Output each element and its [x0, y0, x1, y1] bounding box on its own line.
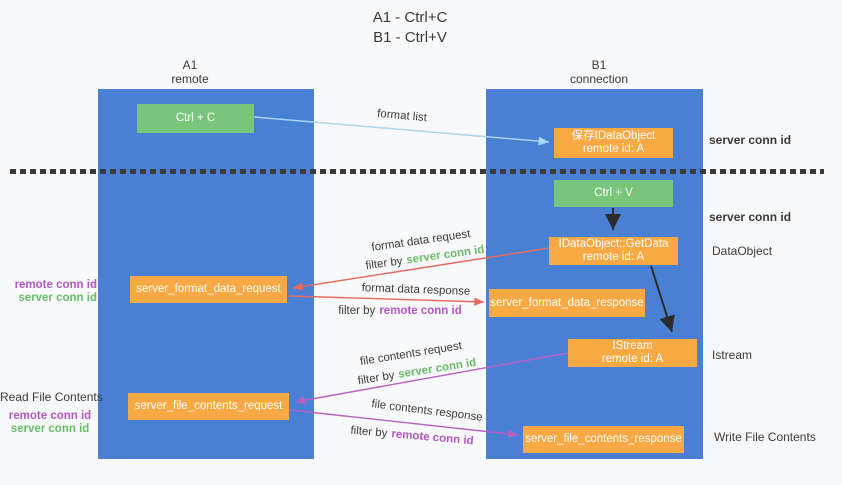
title-line-1: A1 - Ctrl+C [372, 9, 448, 26]
side-label-group-left-bottom: Read File Contents remote conn id server… [0, 390, 103, 436]
side-label-remote-conn-id-bottom-left: remote conn id [8, 410, 92, 422]
node-ctrl-c-label: Ctrl + C [175, 112, 216, 124]
node-istream: IStream remote id: A [568, 339, 697, 367]
side-label-server-conn-id-top-right: server conn id [709, 133, 792, 147]
filter-prefix: filter by [364, 255, 404, 273]
lane-a1-role: remote [171, 72, 209, 86]
node-idataobject-getdata: IDataObject::GetData remote id: A [549, 237, 678, 265]
side-label-istream: Istream [712, 348, 753, 362]
node-server-format-data-request-label: server_format_data_request [136, 283, 281, 295]
edge-label-format-data-response: format data response [361, 282, 471, 298]
side-label-remote-conn-id-top-left: remote conn id [14, 279, 97, 291]
node-server-file-contents-request-label: server_file_contents_request [134, 400, 283, 412]
node-ctrl-v: Ctrl + V [554, 180, 673, 207]
side-label-group-left-top: remote conn id server conn id [0, 279, 97, 305]
node-save-idataobject-line2: remote id: A [582, 143, 645, 155]
node-server-format-data-response: server_format_data_response [489, 289, 645, 317]
side-label-server-conn-id-bottom-left: server conn id [10, 423, 90, 435]
node-save-idataobject-line1: 保存IDataObject [571, 130, 656, 142]
lane-header-a1: A1 remote [130, 58, 250, 86]
node-server-file-contents-response: server_file_contents_response [523, 426, 684, 453]
node-istream-line2: remote id: A [601, 353, 664, 365]
node-server-format-data-request: server_format_data_request [130, 276, 287, 303]
lane-b1-name: B1 [591, 58, 607, 72]
lane-header-b1: B1 connection [539, 58, 659, 86]
side-label-dataobject: DataObject [712, 244, 773, 258]
node-istream-line1: IStream [612, 340, 653, 352]
filter-prefix: filter by [356, 369, 396, 388]
lane-a1-name: A1 [182, 58, 198, 72]
node-idataobject-getdata-line1: IDataObject::GetData [558, 238, 669, 250]
lane-b1-role: connection [569, 72, 629, 86]
filter-prefix: filter by [338, 305, 376, 317]
node-server-format-data-response-label: server_format_data_response [490, 296, 644, 309]
node-idataobject-getdata-line2: remote id: A [582, 251, 645, 263]
node-server-file-contents-response-label: server_file_contents_response [525, 433, 682, 445]
filter-key-remote-conn-id: remote conn id [379, 305, 462, 317]
side-label-read-file-contents: Read File Contents [0, 390, 103, 404]
filter-key-remote-conn-id: remote conn id [390, 428, 475, 448]
title-line-2: B1 - Ctrl+V [373, 29, 447, 46]
node-ctrl-v-label: Ctrl + V [594, 187, 633, 199]
diagram-title: A1 - Ctrl+C B1 - Ctrl+V [0, 8, 820, 48]
side-label-server-conn-id-mid-right: server conn id [709, 210, 792, 224]
filter-key-server-conn-id: server conn id [397, 356, 478, 381]
side-label-write-file-contents: Write File Contents [714, 430, 816, 444]
filter-prefix: filter by [349, 424, 388, 440]
node-server-file-contents-request: server_file_contents_request [128, 393, 289, 420]
node-ctrl-c: Ctrl + C [137, 104, 254, 133]
edge-label-format-list: format list [376, 107, 428, 125]
side-label-server-conn-id-top-left: server conn id [18, 292, 97, 304]
node-save-idataobject: 保存IDataObject remote id: A [554, 128, 673, 158]
dotted-separator-line [10, 169, 824, 174]
edge-label-file-contents-response: file contents response [370, 398, 484, 424]
